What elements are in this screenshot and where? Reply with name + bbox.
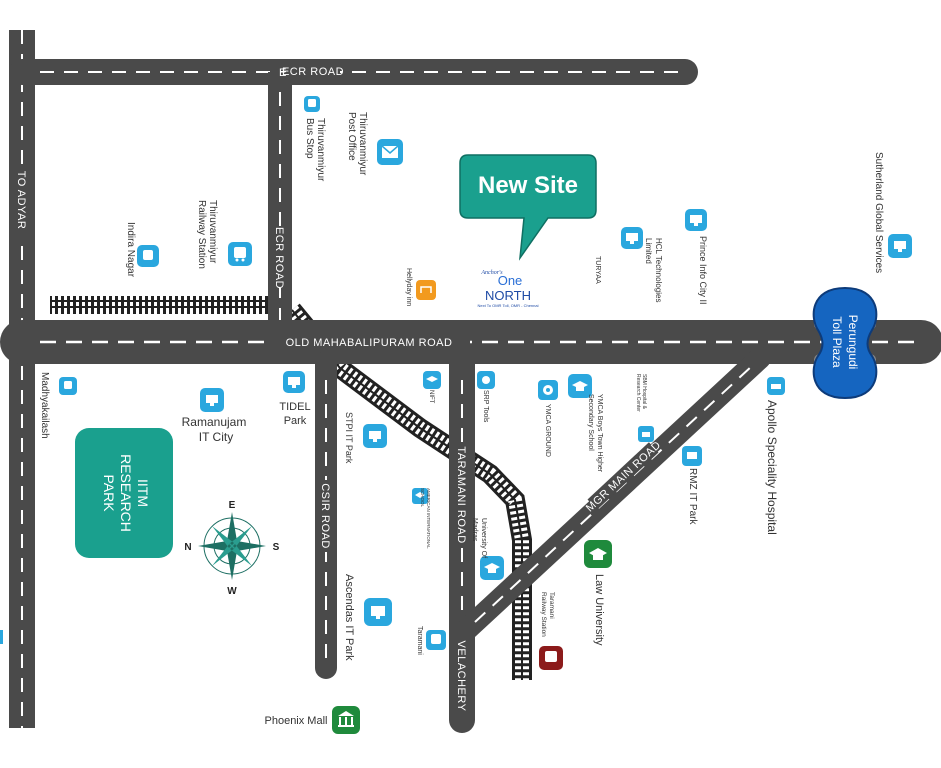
new-site-label: New Site xyxy=(478,172,578,199)
indira-nagar-icon xyxy=(137,245,159,267)
law-university-icon xyxy=(584,540,612,568)
post-office-label-1: Thiruvanmiyur xyxy=(357,112,368,176)
american-school-label-1: AMERICAN INTERNATIONAL xyxy=(426,488,431,549)
post-office-label-2: Post Office xyxy=(346,112,357,161)
taramani-label: Taramani xyxy=(416,626,423,655)
rmz-label: RMZ IT Park xyxy=(687,468,698,525)
logo-brand: Anchor's xyxy=(480,270,503,276)
ecr-road-top-label-text: ECR ROAD xyxy=(282,66,344,78)
compass-e: E xyxy=(229,500,236,511)
nift-icon xyxy=(423,371,441,389)
ymca-school-label-1: YMCA Boys Town Higher xyxy=(596,394,603,473)
ecr-road-vertical-label: ECR ROAD xyxy=(273,227,285,289)
madhyakailash-label: Madhyakailash xyxy=(39,372,50,439)
ramanujam-label-2: IT City xyxy=(199,430,233,444)
bus-stop-label-1: Thiruvanmiyur xyxy=(315,118,326,182)
srp-tools-icon xyxy=(477,371,495,389)
bus-stop-label-2: Bus Stop xyxy=(304,118,315,159)
taramani-road-label: TARAMANI ROAD xyxy=(455,446,467,543)
sutherland-icon xyxy=(888,234,912,258)
railway-track-west xyxy=(50,296,268,314)
logo-name-top: One xyxy=(498,273,523,288)
hcl-label-2: Limited xyxy=(644,238,653,264)
to-adyar-label: TO ADYAR xyxy=(15,171,27,230)
tidel-label-1: TIDEL xyxy=(279,401,310,413)
taramani-railway-icon xyxy=(539,646,563,670)
csir-road-label: CSIR ROAD xyxy=(319,483,331,549)
hellyday-inn-label: Hellyday inn xyxy=(405,268,412,306)
prince-info-icon xyxy=(685,209,707,231)
sbm-label-1: SBM Hospital & xyxy=(641,374,647,410)
post-office-icon xyxy=(377,139,403,165)
univ-madras-icon xyxy=(480,556,504,580)
taramani-station-label-1: Taramani xyxy=(548,592,555,619)
toll-plaza-marker: Perungudi Toll Plaza xyxy=(812,286,878,400)
logo-tagline: Next To OMR Toll, OMR - Chennai xyxy=(478,303,539,308)
hcl-it-icon xyxy=(621,227,643,249)
ymca-ground-label: YMCA GROUND xyxy=(544,404,551,457)
univ-madras-label-2: Madras xyxy=(471,518,478,542)
railway-station-label-1: Thiruvanmiyur xyxy=(207,200,218,264)
american-school-label-2: SCHOOL xyxy=(420,488,425,508)
univ-madras-label-1: University Of xyxy=(480,518,487,558)
velachery-label: VELACHERY xyxy=(455,641,467,712)
turyaa-label: TURYAA xyxy=(594,256,601,284)
madhyakailash-icon xyxy=(59,377,77,395)
compass-n: N xyxy=(184,542,191,553)
ascendas-icon xyxy=(364,598,392,626)
tidel-icon xyxy=(283,371,305,393)
ascendas-label: Ascendas IT Park xyxy=(343,574,355,661)
hotel-icon xyxy=(416,280,436,300)
toll-plaza-line1: Perungudi xyxy=(846,315,860,370)
prince-info-label: Prince Info City II xyxy=(698,236,708,305)
iitm-line2: RESEARCH xyxy=(118,454,134,532)
taramani-bus-icon xyxy=(426,630,446,650)
railway-track-mrts xyxy=(284,303,532,680)
ramanujam-label-1: Ramanujam xyxy=(182,415,247,429)
roads xyxy=(0,30,941,733)
compass-rose: E W N S xyxy=(184,500,279,597)
law-university-label: Law University xyxy=(593,574,605,646)
stpi-label: STPI IT Park xyxy=(344,412,354,464)
stpi-icon xyxy=(363,424,387,448)
apollo-hospital-icon xyxy=(767,377,785,395)
toll-plaza-line2: Toll Plaza xyxy=(830,316,844,368)
sutherland-label: Sutherland Global Services xyxy=(873,152,884,273)
new-site-callout: New Site xyxy=(459,154,597,261)
omr-label: OLD MAHABALIPURAM ROAD xyxy=(286,337,453,349)
taramani-station-label-2: Railway Station xyxy=(540,592,547,637)
phoenix-mall-label: Phoenix Mall xyxy=(265,715,328,727)
ymca-school-label-2: Secondary School xyxy=(587,394,594,451)
indira-nagar-label: Indira Nagar xyxy=(125,222,136,278)
american-school-icon xyxy=(412,488,428,504)
phoenix-mall-icon xyxy=(332,706,360,734)
iitm-line1: IITM xyxy=(135,479,151,507)
bus-stop-icon xyxy=(304,96,320,112)
compass-s: S xyxy=(273,542,280,553)
ramanujam-icon xyxy=(200,388,224,412)
mgr-main-road-label: MGR MAIN ROAD xyxy=(584,439,664,514)
iitm-research-park: IITM RESEARCH PARK xyxy=(75,428,173,558)
tidel-label-2: Park xyxy=(284,415,307,427)
rmz-icon xyxy=(682,446,702,466)
sbm-hospital-icon xyxy=(638,426,654,442)
ymca-school-icon xyxy=(568,374,592,398)
compass-w: W xyxy=(227,586,237,597)
nift-label: NIFT xyxy=(428,390,434,404)
srp-tools-label: SRP Tools xyxy=(482,390,489,423)
railway-station-icon xyxy=(228,242,252,266)
edge-marker-icon xyxy=(0,630,3,644)
ymca-ground-icon xyxy=(538,380,558,400)
logo-name-bottom: NORTH xyxy=(485,288,531,303)
apollo-label: Apollo Speciality Hospital xyxy=(765,400,779,535)
iitm-line3: PARK xyxy=(101,474,117,512)
one-north-logo: Anchor's One NORTH Next To OMR Toll, OMR… xyxy=(478,270,539,308)
railway-station-label-2: Railway Station xyxy=(196,200,207,269)
hcl-label-1: HCL Technologies xyxy=(654,238,663,302)
sbm-label-2: Research Center xyxy=(635,374,641,412)
